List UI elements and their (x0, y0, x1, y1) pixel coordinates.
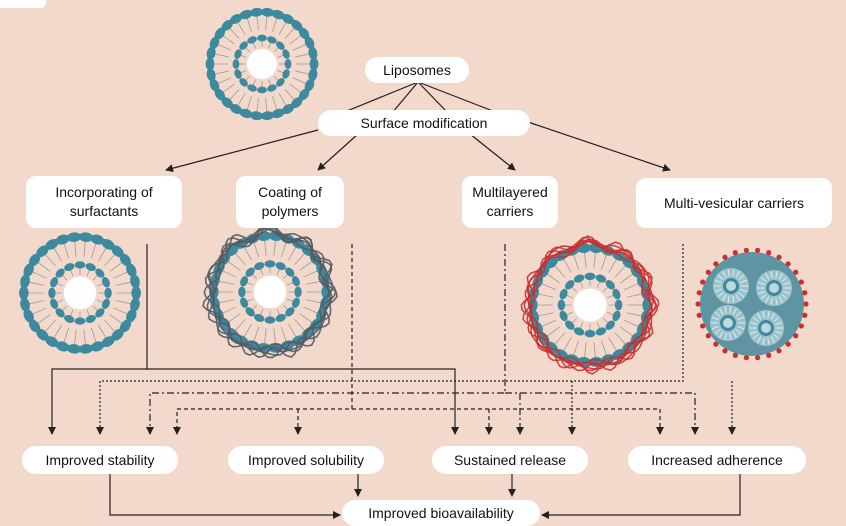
surface-modification-node: Surface modification (318, 110, 530, 136)
corner-tab (0, 0, 46, 8)
surfactants-pathway (48, 244, 459, 435)
liposome-to-modification-arrows (341, 81, 499, 114)
polymer-coated-liposome-illustration (202, 223, 338, 359)
liposomes-label: Liposomes (383, 61, 451, 78)
bioavailability-arrows (109, 474, 741, 519)
surfactants-label-line1: Incorporating of (55, 184, 153, 200)
improved-solubility-node: Improved solubility (228, 446, 384, 474)
liposome-illustration (205, 7, 319, 121)
improved-bioavailability-node: Improved bioavailability (342, 500, 540, 526)
multilayered-node: Multilayered carriers (462, 176, 558, 228)
increased-adherence-label: Increased adherence (651, 451, 783, 468)
surfactant-liposome-illustration (19, 232, 141, 354)
multivesicular-node: Multi-vesicular carriers (636, 178, 832, 228)
improved-solubility-label: Improved solubility (248, 451, 364, 468)
surface-modification-label: Surface modification (360, 114, 488, 131)
multivesicular-pathway (96, 244, 736, 435)
polymers-label-line2: polymers (261, 203, 319, 219)
improved-bioavailability-label: Improved bioavailability (368, 504, 514, 521)
multilayered-label-line1: Multilayered (472, 184, 548, 200)
sustained-release-label: Sustained release (453, 451, 567, 468)
liposomes-node: Liposomes (365, 57, 469, 83)
increased-adherence-node: Increased adherence (628, 446, 806, 474)
multilayered-label-line2: carriers (486, 203, 534, 219)
improved-stability-node: Improved stability (22, 446, 178, 474)
multilayered-liposome-illustration (520, 235, 660, 375)
multivesicular-carrier-illustration (695, 247, 809, 361)
polymers-label-line1: Coating of (258, 184, 322, 200)
surfactants-node: Incorporating of surfactants (26, 176, 182, 228)
polymers-pathway (173, 244, 664, 435)
improved-stability-label: Improved stability (45, 451, 155, 468)
multilayered-pathway (146, 244, 699, 435)
multivesicular-label: Multi-vesicular carriers (663, 194, 805, 211)
polymers-node: Coating of polymers (236, 176, 344, 228)
surfactants-label-line2: surfactants (69, 203, 139, 219)
modification-to-category-arrows (165, 121, 671, 173)
sustained-release-node: Sustained release (432, 446, 588, 474)
